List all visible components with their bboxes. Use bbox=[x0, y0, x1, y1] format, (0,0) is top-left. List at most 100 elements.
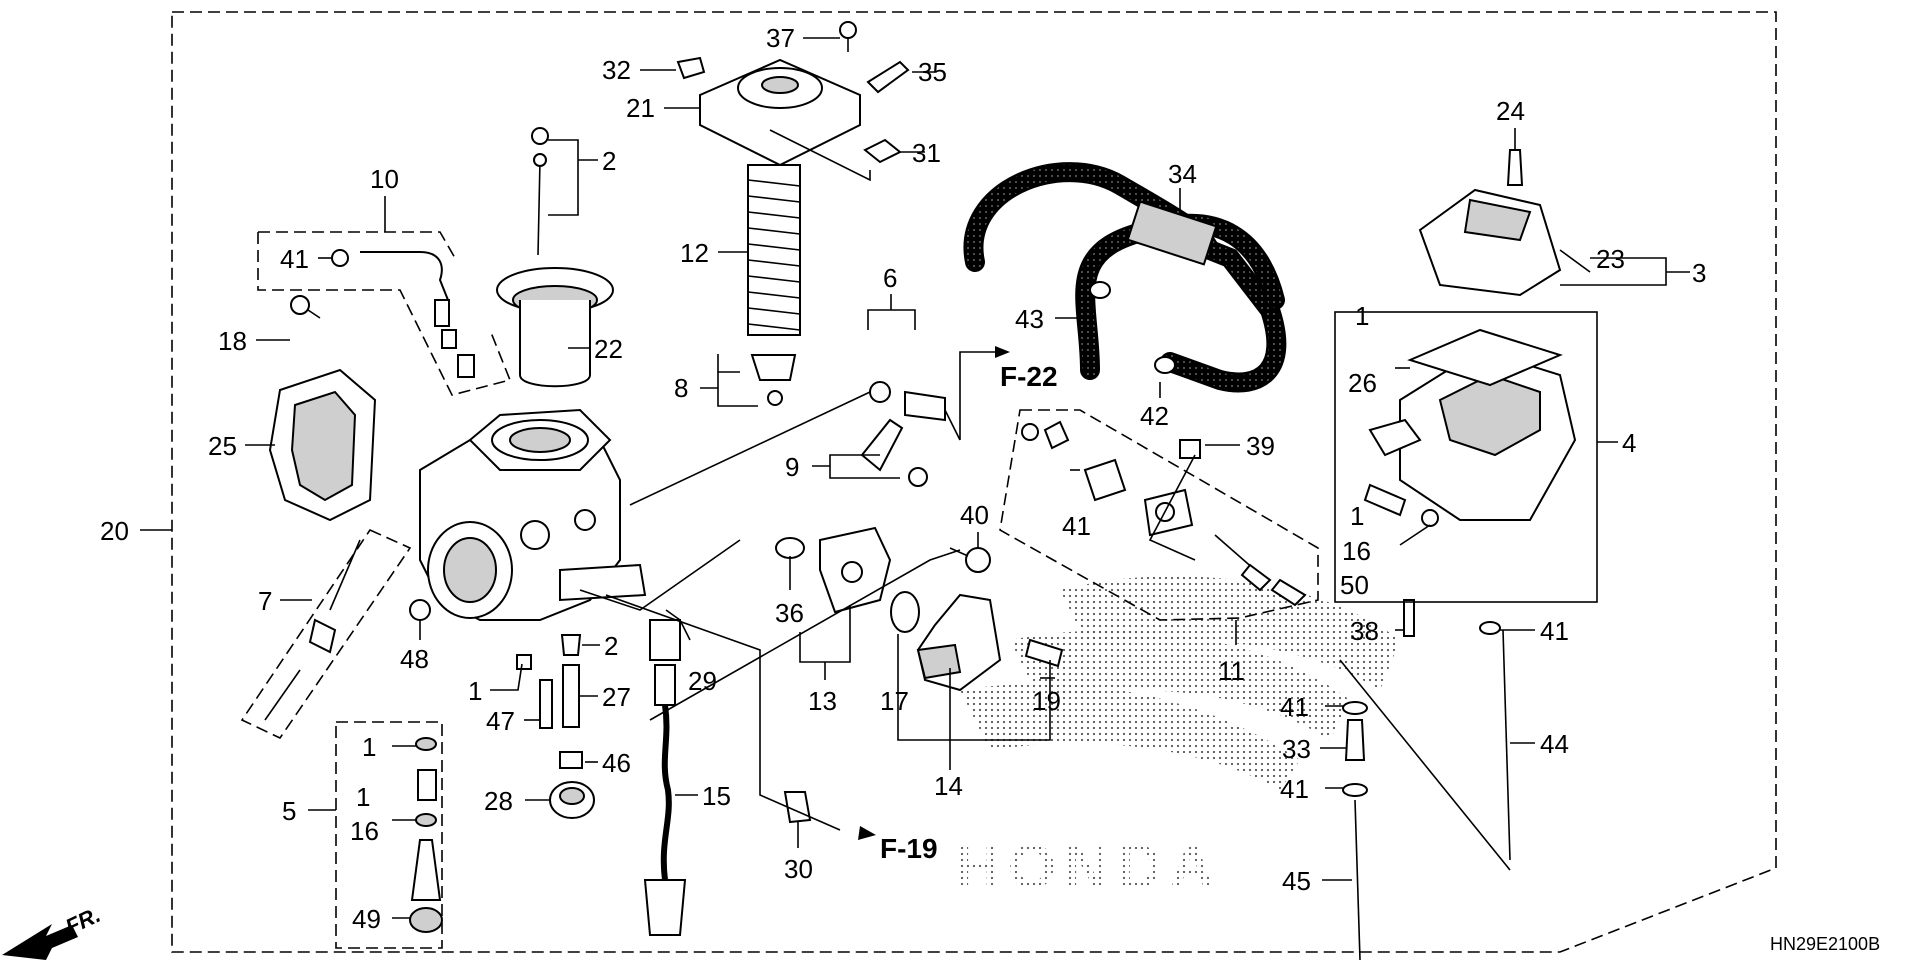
ref-f22: F-22 bbox=[1000, 361, 1058, 392]
part-41-clamps bbox=[331, 249, 1501, 797]
part-9-lever bbox=[860, 418, 928, 487]
label-7: 7 bbox=[258, 586, 272, 616]
label-26: 26 bbox=[1348, 368, 1377, 398]
part-48-screw bbox=[409, 599, 431, 621]
label-1-mid: 1 bbox=[468, 676, 482, 706]
part-33-joint bbox=[1344, 719, 1366, 761]
part-6-screw bbox=[869, 381, 961, 441]
part-28-cap bbox=[549, 781, 595, 819]
label-8: 8 bbox=[674, 373, 688, 403]
label-23: 23 bbox=[1596, 244, 1625, 274]
label-31: 31 bbox=[912, 138, 941, 168]
label-1-stack-b: 1 bbox=[356, 782, 370, 812]
label-14: 14 bbox=[934, 771, 963, 801]
part-29-sensor bbox=[649, 619, 681, 706]
part-4-float-chamber bbox=[1368, 348, 1577, 521]
part-38-screw bbox=[1403, 599, 1415, 637]
part-14-throttle-sensor bbox=[890, 591, 1002, 692]
f19-arrow bbox=[858, 826, 876, 840]
part-8-needle bbox=[750, 354, 797, 406]
label-25: 25 bbox=[208, 431, 237, 461]
part-31-bracket bbox=[863, 138, 902, 164]
label-41-left: 41 bbox=[280, 244, 309, 274]
label-49: 49 bbox=[352, 904, 381, 934]
honda-watermark bbox=[960, 576, 1400, 790]
watermark-text: HONDA bbox=[955, 833, 1222, 902]
label-17: 17 bbox=[880, 686, 909, 716]
part-1-washer bbox=[516, 654, 532, 670]
label-1-upper-right: 1 bbox=[1355, 301, 1369, 331]
part-25-cover bbox=[268, 368, 377, 522]
label-11: 11 bbox=[1218, 656, 1245, 686]
label-6: 6 bbox=[883, 263, 897, 293]
part-44-pipe bbox=[1502, 629, 1511, 861]
label-50: 50 bbox=[1340, 570, 1369, 600]
label-18: 18 bbox=[218, 326, 247, 356]
part-37-screw bbox=[839, 21, 857, 52]
label-4: 4 bbox=[1622, 428, 1636, 458]
part-46-nut bbox=[559, 751, 583, 769]
part-22-piston bbox=[496, 127, 614, 388]
label-19: 19 bbox=[1032, 686, 1061, 716]
label-27: 27 bbox=[602, 682, 631, 712]
label-48: 48 bbox=[400, 644, 429, 674]
part-3-float bbox=[1418, 149, 1562, 297]
label-35: 35 bbox=[918, 57, 947, 87]
part-43-clip bbox=[1089, 281, 1111, 299]
label-43: 43 bbox=[1015, 304, 1044, 334]
label-9: 9 bbox=[785, 452, 799, 482]
label-40: 40 bbox=[960, 500, 989, 530]
label-2-bottom: 2 bbox=[604, 631, 618, 661]
part-40-screw bbox=[949, 547, 991, 573]
label-21: 21 bbox=[626, 93, 655, 123]
label-41-right: 41 bbox=[1540, 616, 1569, 646]
label-33: 33 bbox=[1282, 734, 1311, 764]
part-15-wire bbox=[643, 704, 687, 936]
part-23-pin bbox=[1559, 249, 1591, 273]
part-16-oring bbox=[1363, 483, 1439, 527]
label-46: 46 bbox=[602, 748, 631, 778]
label-5: 5 bbox=[282, 796, 296, 826]
part-26-gasket bbox=[1407, 328, 1563, 387]
label-38: 38 bbox=[1350, 616, 1379, 646]
label-28: 28 bbox=[484, 786, 513, 816]
label-32: 32 bbox=[602, 55, 631, 85]
part-7-assembly bbox=[264, 539, 361, 721]
part-21-top-cover bbox=[699, 58, 861, 167]
part-42-clip bbox=[1154, 356, 1176, 374]
part-39-screw bbox=[1179, 439, 1201, 459]
label-20: 20 bbox=[100, 516, 129, 546]
part-5-jet-stack bbox=[409, 737, 443, 933]
label-39: 39 bbox=[1246, 431, 1275, 461]
label-16-right: 16 bbox=[1342, 536, 1371, 566]
label-44: 44 bbox=[1540, 729, 1569, 759]
part-45-pipe bbox=[1354, 799, 1361, 960]
part-10-tube bbox=[360, 251, 475, 378]
label-41-lower-a: 41 bbox=[1280, 692, 1309, 722]
label-13: 13 bbox=[808, 686, 837, 716]
part-35-clip bbox=[866, 60, 910, 94]
label-30: 30 bbox=[784, 854, 813, 884]
label-15: 15 bbox=[702, 781, 731, 811]
label-2-top: 2 bbox=[602, 146, 616, 176]
carburetor-body bbox=[419, 408, 647, 621]
label-3: 3 bbox=[1692, 258, 1706, 288]
label-1-right: 1 bbox=[1350, 501, 1364, 531]
callout-labels: 37 32 35 21 31 2 10 41 12 22 18 25 6 8 9… bbox=[62, 23, 1881, 954]
part-18-screw bbox=[290, 295, 321, 319]
part-27-jet bbox=[560, 634, 582, 728]
f22-arrow bbox=[995, 346, 1010, 358]
label-16-stack: 16 bbox=[350, 816, 379, 846]
label-34: 34 bbox=[1168, 159, 1197, 189]
label-37: 37 bbox=[766, 23, 795, 53]
label-29: 29 bbox=[688, 666, 717, 696]
label-24: 24 bbox=[1496, 96, 1525, 126]
label-41-lower-b: 41 bbox=[1280, 774, 1309, 804]
part-12-spring bbox=[747, 164, 801, 336]
part-47-screw bbox=[539, 679, 553, 729]
part-19-screw bbox=[1024, 638, 1064, 668]
label-12: 12 bbox=[680, 238, 709, 268]
part-11-assembly bbox=[1021, 420, 1307, 607]
